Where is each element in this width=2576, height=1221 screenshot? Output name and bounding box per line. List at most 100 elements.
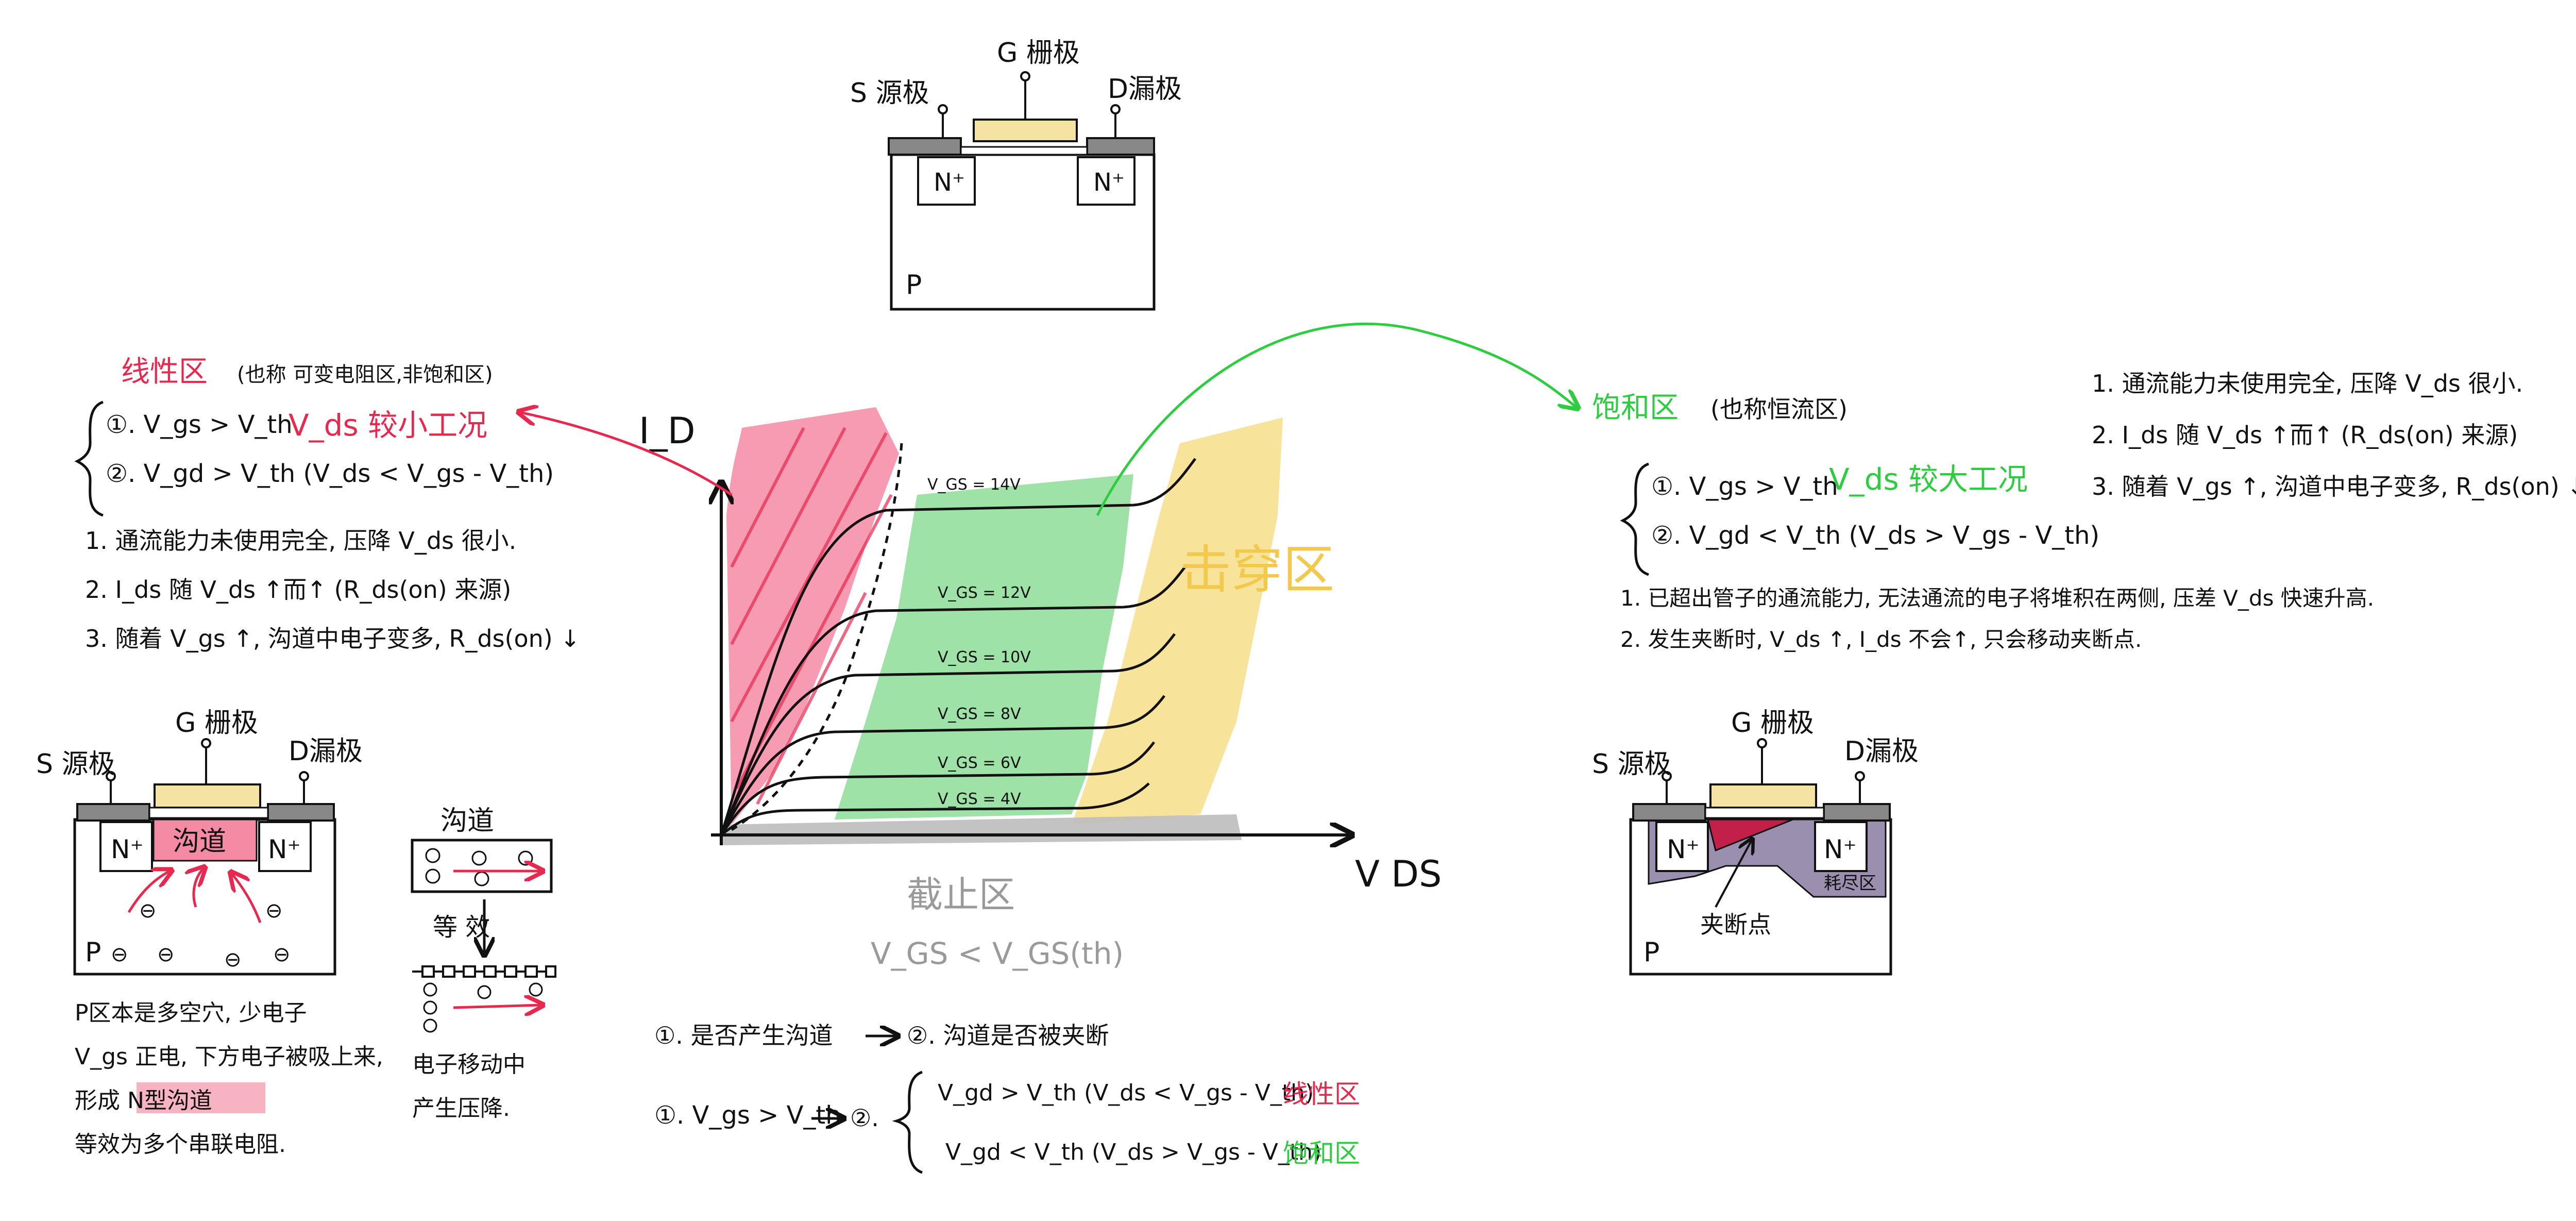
flow-row2: V_gd < V_th (V_ds > V_gs - V_th) <box>945 1139 1321 1165</box>
curve-6v <box>720 741 1155 836</box>
saturation-cond1: ①. V_gs > V_th <box>1651 472 1838 501</box>
cutoff-region-shade <box>721 814 1242 845</box>
rd-source-label: S 源极 <box>1592 749 1671 780</box>
top-gate-plate <box>973 119 1078 142</box>
bl-electron: ⊖ <box>273 943 291 966</box>
rd-drain-contact <box>1823 803 1891 822</box>
linear-region-hatch <box>730 427 893 805</box>
saturation-title: 饱和区 <box>1592 391 1679 425</box>
region-decision-flow: ①. 是否产生沟道 ②. 沟道是否被夹断 ①. V_gs > V_th ②. V… <box>654 1022 1360 1174</box>
bl-n-left <box>99 821 153 872</box>
rd-oxide <box>1704 807 1825 819</box>
channel-box <box>411 839 553 893</box>
top-drain-contact <box>1086 137 1155 156</box>
rd-drain-label: D漏极 <box>1844 736 1919 767</box>
curve-label-4v: V_GS = 4V <box>938 790 1021 808</box>
saturation-note-2: 2. 发生夹断时, V_ds ↑, I_ds 不会↑, 只会移动夹断点. <box>1620 627 2142 652</box>
bl-substrate-label: P <box>85 937 101 968</box>
linear-region-notes: 线性区 (也称 可变电阻区,非饱和区) ①. V_gs > V_th ②. V_… <box>74 355 580 653</box>
flow-arrow-to: ②. <box>850 1104 879 1132</box>
left-note-4: 等效为多个串联电阻. <box>75 1131 286 1158</box>
series-resistor-chain <box>412 965 556 978</box>
top-n-left-label: N⁺ <box>934 168 965 197</box>
x-axis-label: V DS <box>1355 853 1442 895</box>
saturation-note-1: 1. 已超出管子的通流能力, 无法通流的电子将堆积在两侧, 压差 V_ds 快速… <box>1620 586 2374 611</box>
rd-n-left-label: N⁺ <box>1667 834 1700 864</box>
bl-electron: ⊖ <box>157 943 175 966</box>
linear-brace <box>74 400 104 517</box>
flow-step2: ②. 沟道是否被夹断 <box>907 1022 1109 1049</box>
output-characteristic-chart: I_D V DS V_GS = 14V V_GS = 12V V_GS = 10… <box>639 407 1442 971</box>
flow-step1: ①. 是否产生沟道 <box>654 1022 833 1049</box>
saturation-brace <box>1620 462 1649 576</box>
linear-aka: (也称 可变电阻区,非饱和区) <box>237 363 493 387</box>
bl-gate-plate <box>154 783 261 809</box>
rd-n-right <box>1814 821 1868 872</box>
top-oxide <box>960 146 1088 156</box>
flow-brace <box>892 1071 923 1174</box>
cutoff-condition: V_GS < V_GS(th) <box>871 936 1124 971</box>
flow-row2-label: 饱和区 <box>1283 1139 1360 1168</box>
curve-label-6v: V_GS = 6V <box>938 754 1021 772</box>
bl-source-contact <box>76 803 150 822</box>
curve-10v <box>720 633 1176 836</box>
channel-sketch-title: 沟道 <box>440 806 494 837</box>
linear-cond1: ①. V_gs > V_th <box>106 410 293 439</box>
saturation-cond2: ②. V_gd < V_th (V_ds > V_gs - V_th) <box>1651 521 2099 550</box>
n-channel-highlight <box>137 1082 265 1113</box>
saturation-region-notes: 饱和区 (也称恒流区) ①. V_gs > V_th ②. V_gd < V_t… <box>1592 370 2576 652</box>
bl-channel-label: 沟道 <box>173 826 226 857</box>
curve-label-8v: V_GS = 8V <box>938 705 1021 723</box>
curve-label-14v: V_GS = 14V <box>927 476 1021 494</box>
saturation-aka: (也称恒流区) <box>1710 395 1848 423</box>
top-gate-label: G 栅极 <box>997 38 1080 69</box>
top-mosfet-diagram: N⁺ N⁺ G 栅极 S 源极 D漏极 P <box>850 38 1182 311</box>
rd-gate-label: G 栅极 <box>1731 708 1814 739</box>
bl-electron: ⊖ <box>224 948 242 972</box>
top-n-left <box>917 156 976 206</box>
left-note-3: 形成 N型沟道 <box>75 1088 212 1114</box>
flow-cond: ①. V_gs > V_th <box>654 1101 841 1130</box>
top-substrate-label: P <box>906 270 922 300</box>
saturation-right-note-2: 2. I_ds 随 V_ds ↑而↑ (R_ds(on) 来源) <box>2092 421 2518 449</box>
channel-caption-2: 产生压降. <box>412 1095 510 1122</box>
linear-pointer-arrow <box>520 412 733 496</box>
bl-gate-label: G 栅极 <box>175 708 258 739</box>
flow-row1-label: 线性区 <box>1283 1079 1360 1109</box>
top-n-right-label: N⁺ <box>1093 168 1125 197</box>
bl-electrons: ⊖ ⊖ ⊖ ⊖ ⊖ ⊖ <box>111 899 291 972</box>
bl-n-right <box>258 821 312 872</box>
saturation-region-shade <box>835 474 1133 819</box>
saturation-highlight: V_ds 较大工况 <box>1829 462 2028 497</box>
rd-substrate-label: P <box>1643 937 1659 968</box>
bl-source-label: S 源极 <box>36 749 115 780</box>
channel-formation-notes: P区本是多空穴, 少电子 V_gs 正电, 下方电子被吸上来, 形成 N型沟道 … <box>75 1000 383 1158</box>
bottom-left-mosfet-diagram: N⁺ N⁺ 沟道 G 栅极 S 源极 D漏极 P ⊖ ⊖ ⊖ ⊖ ⊖ ⊖ <box>36 708 363 976</box>
channel-equiv-label: 等 效 <box>433 913 490 942</box>
curve-8v <box>720 695 1165 836</box>
bl-drain-contact <box>267 803 335 822</box>
flow-row1: V_gd > V_th (V_ds < V_gs - V_th) <box>938 1080 1314 1106</box>
curve-12v <box>720 566 1186 835</box>
left-note-1: P区本是多空穴, 少电子 <box>75 1000 307 1026</box>
breakdown-region-shade <box>1072 417 1283 825</box>
linear-note-1: 1. 通流能力未使用完全, 压降 V_ds 很小. <box>85 527 516 555</box>
channel-equivalent-sketch: 沟道 等 效 电子移动中 产生压降. <box>411 806 556 1122</box>
left-note-2: V_gs 正电, 下方电子被吸上来, <box>75 1044 383 1070</box>
saturation-right-note-1: 1. 通流能力未使用完全, 压降 V_ds 很小. <box>2092 370 2523 397</box>
bl-n-right-label: N⁺ <box>268 834 301 864</box>
top-drain-label: D漏极 <box>1108 74 1182 105</box>
rd-source-contact <box>1632 803 1706 822</box>
linear-note-3: 3. 随着 V_gs ↑, 沟道中电子变多, R_ds(on) ↓ <box>85 625 580 653</box>
linear-cond2: ②. V_gd > V_th (V_ds < V_gs - V_th) <box>106 459 554 488</box>
bl-channel <box>152 818 258 862</box>
rd-pinch-label: 夹断点 <box>1700 911 1771 939</box>
bl-electron: ⊖ <box>265 899 283 923</box>
channel-caption-1: 电子移动中 <box>412 1051 526 1078</box>
bl-oxide <box>148 807 269 819</box>
cutoff-label: 截止区 <box>907 874 1015 916</box>
vgs-curves <box>720 458 1197 836</box>
rd-n-right-label: N⁺ <box>1824 834 1857 864</box>
linear-note-2: 2. I_ds 随 V_ds ↑而↑ (R_ds(on) 来源) <box>85 576 511 604</box>
curve-label-10v: V_GS = 10V <box>938 648 1031 666</box>
